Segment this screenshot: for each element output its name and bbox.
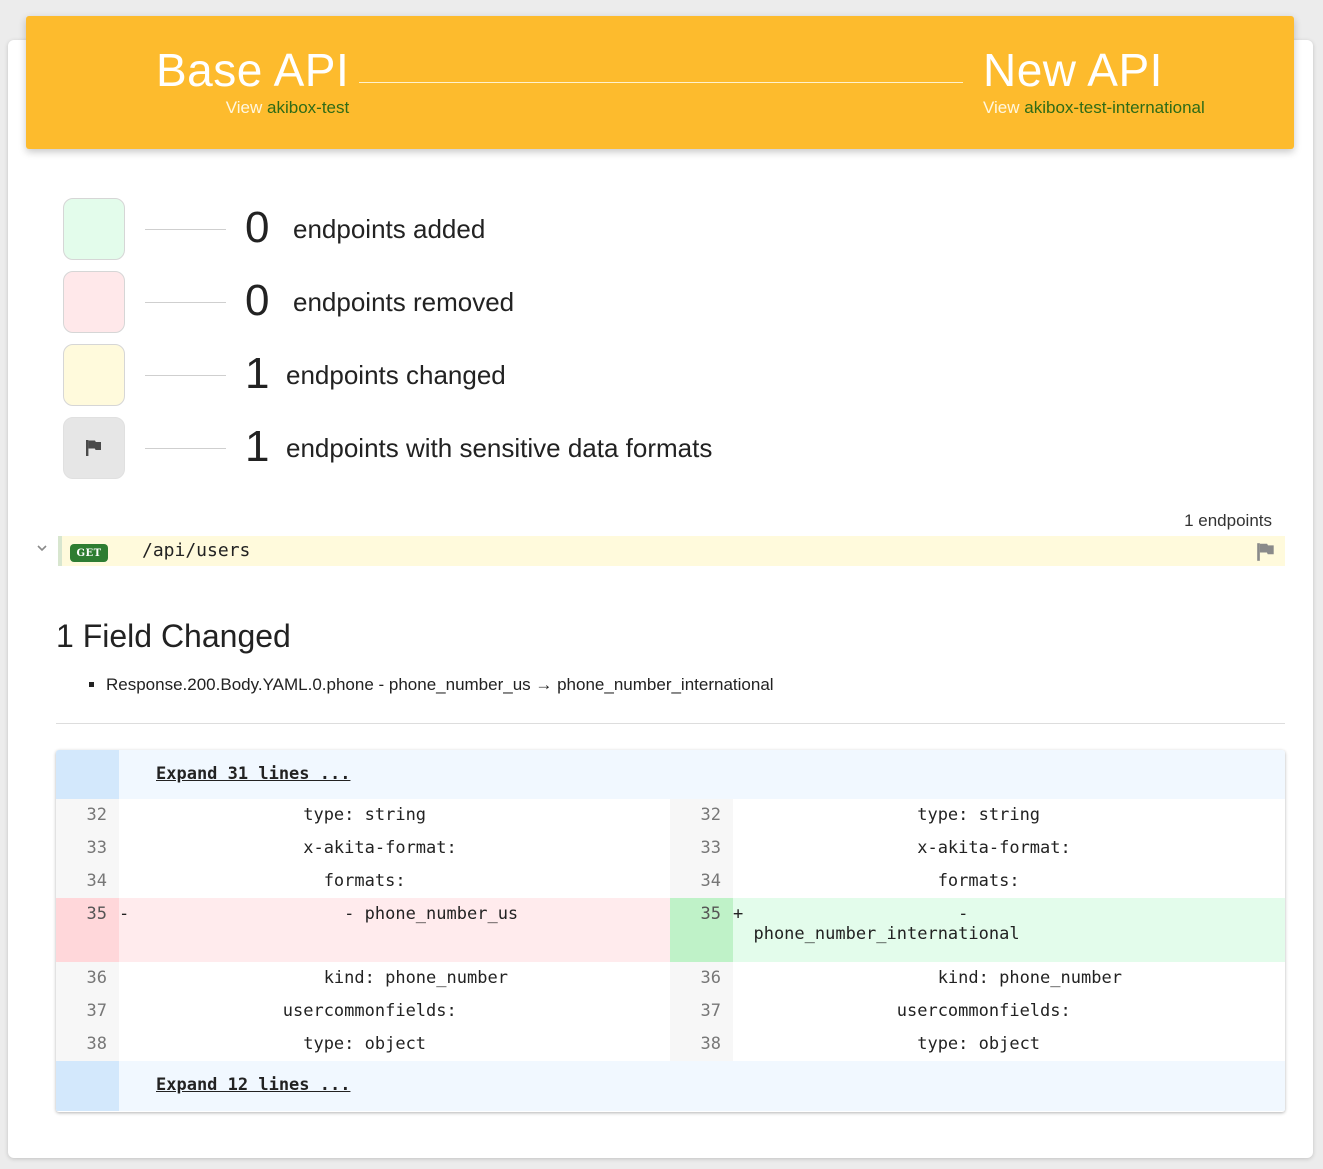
endpoints-count: 1 endpoints [1184,511,1272,530]
summary-connector [145,302,226,303]
expand-row-top: Expand 31 lines ... [56,750,1285,799]
removed-swatch [63,271,125,333]
sensitive-count: 1 [245,422,270,471]
code-right: type: string [733,805,1041,825]
changed-label: endpoints changed [286,360,506,390]
summary-added: 0 endpoints added [63,198,963,260]
code-added-wrap: phone_number_international [733,924,1020,944]
line-number-right: 35 [670,898,733,962]
api-compare-banner: Base API View akibox-test New API View a… [26,16,1294,149]
line-number-right: 37 [670,995,733,1028]
added-count: 0 [245,203,270,252]
endpoint-path: /api/users [142,540,251,561]
line-number-left: 38 [56,1028,119,1061]
new-api-title: New API [983,44,1163,96]
code-left: type: object [119,1034,427,1054]
line-number-right: 33 [670,832,733,865]
flag-icon [1255,541,1277,568]
changed-swatch [63,344,125,406]
summary-sensitive: 1 endpoints with sensitive data formats [63,417,963,479]
diff-summary: 0 endpoints added 0 endpoints removed 1 … [63,198,963,490]
expand-top-button[interactable]: Expand 31 lines ... [156,764,351,784]
code-added: + - phone_number_international [733,898,1285,962]
line-number-left: 37 [56,995,119,1028]
summary-changed: 1 endpoints changed [63,344,963,406]
summary-connector [145,229,226,230]
line-number-left: 35 [56,898,119,962]
line-number-left: 36 [56,962,119,995]
new-api-link[interactable]: akibox-test-international [1024,98,1205,117]
sensitive-swatch [63,417,125,479]
method-badge: GET [70,544,108,562]
added-label: endpoints added [293,214,486,244]
diff-line: 34 formats: 34 formats: [56,865,1285,898]
expand-gutter [56,1061,119,1111]
code-right: type: object [733,1034,1041,1054]
diff-line-changed: 35 - - phone_number_us 35 + - phone_numb… [56,898,1285,962]
code-removed: - - phone_number_us [119,898,670,962]
code-right: kind: phone_number [733,968,1122,988]
new-view-prefix: View [983,98,1020,117]
base-api-link[interactable]: akibox-test [267,98,350,117]
code-right: x-akita-format: [733,838,1071,858]
diff-line: 33 x-akita-format: 33 x-akita-format: [56,832,1285,865]
yaml-diff-view: Expand 31 lines ... 32 type: string 32 t… [56,750,1285,1112]
diff-line: 36 kind: phone_number 36 kind: phone_num… [56,962,1285,995]
base-api-title: Base API [156,44,350,96]
code-left: x-akita-format: [119,838,457,858]
field-changed-title: 1 Field Changed [56,618,291,654]
endpoint-row[interactable]: GET /api/users [58,536,1285,566]
line-number-right: 38 [670,1028,733,1061]
code-left: usercommonfields: [119,1001,457,1021]
code-right: usercommonfields: [733,1001,1071,1021]
added-swatch [63,198,125,260]
summary-removed: 0 endpoints removed [63,271,963,333]
code-added-line: + - [733,904,969,924]
new-api-block: New API View akibox-test-international [983,44,1205,118]
chevron-down-icon[interactable] [36,541,48,557]
diff-line: 38 type: object 38 type: object [56,1028,1285,1061]
expand-gutter [56,750,119,799]
line-number-right: 36 [670,962,733,995]
base-api-block: Base API View akibox-test [156,44,349,118]
base-view-prefix: View [225,98,263,117]
line-number-left: 33 [56,832,119,865]
diff-line: 37 usercommonfields: 37 usercommonfields… [56,995,1285,1028]
sensitive-label: endpoints with sensitive data formats [286,433,713,463]
code-right: formats: [733,871,1020,891]
line-number-right: 34 [670,865,733,898]
changed-count: 1 [245,349,270,398]
removed-count: 0 [245,276,270,325]
base-api-view: View akibox-test [156,98,349,118]
code-left: type: string [119,805,427,825]
line-number-left: 34 [56,865,119,898]
diff-line: 32 type: string 32 type: string [56,799,1285,832]
summary-connector [145,375,226,376]
line-number-left: 32 [56,799,119,832]
new-api-view: View akibox-test-international [983,98,1205,118]
field-change-item: Response.200.Body.YAML.0.phone - phone_n… [106,675,774,695]
removed-label: endpoints removed [293,287,515,317]
expand-row-bottom: Expand 12 lines ... [56,1061,1285,1111]
section-divider [56,723,1285,724]
line-number-right: 32 [670,799,733,832]
code-left: kind: phone_number [119,968,508,988]
summary-connector [145,448,226,449]
field-changes-list: Response.200.Body.YAML.0.phone - phone_n… [88,675,774,695]
flag-icon [86,440,101,456]
expand-bottom-button[interactable]: Expand 12 lines ... [156,1075,351,1095]
banner-connector-line [359,82,963,83]
code-left: formats: [119,871,406,891]
